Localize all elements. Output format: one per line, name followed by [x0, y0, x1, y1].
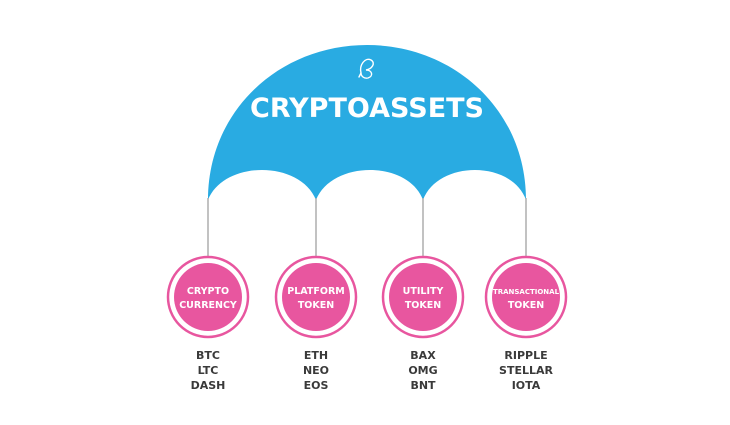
- category-label-line1: PLATFORM: [287, 286, 344, 297]
- category-label-line2: TOKEN: [405, 300, 441, 311]
- list-item: STELLAR: [499, 364, 553, 377]
- list-item: RIPPLE: [504, 349, 547, 362]
- list-item: NEO: [303, 364, 329, 377]
- category-label-line1: CRYPTO: [187, 286, 229, 297]
- category-node-transactional-token: TRANSACTIONAL TOKEN: [484, 255, 568, 339]
- examples-list-crypto-currency: BTC LTC DASH: [191, 349, 226, 392]
- category-label-line1: UTILITY: [403, 286, 444, 297]
- diagram-title: CRYPTOASSETS: [250, 93, 484, 124]
- list-item: DASH: [191, 379, 226, 392]
- examples-list-platform-token: ETH NEO EOS: [303, 349, 329, 392]
- category-label-line2: CURRENCY: [179, 300, 237, 311]
- umbrella-canopy: [208, 45, 526, 200]
- stems: [207, 198, 527, 257]
- list-item: BAX: [410, 349, 436, 362]
- category-label-line2: TOKEN: [298, 300, 334, 311]
- examples-list-transactional-token: RIPPLE STELLAR IOTA: [499, 349, 553, 392]
- category-label-line1: TRANSACTIONAL: [493, 288, 560, 296]
- list-item: EOS: [304, 379, 329, 392]
- category-node-crypto-currency: CRYPTO CURRENCY: [166, 255, 250, 339]
- feather-logo-icon: [358, 58, 374, 79]
- examples-list-utility-token: BAX OMG BNT: [408, 349, 437, 392]
- list-item: BTC: [196, 349, 220, 362]
- list-item: IOTA: [512, 379, 541, 392]
- category-node-utility-token: UTILITY TOKEN: [381, 255, 465, 339]
- list-item: LTC: [198, 364, 219, 377]
- category-label-line2: TOKEN: [508, 300, 544, 311]
- list-item: OMG: [408, 364, 437, 377]
- list-item: ETH: [304, 349, 328, 362]
- category-node-platform-token: PLATFORM TOKEN: [274, 255, 358, 339]
- list-item: BNT: [410, 379, 436, 392]
